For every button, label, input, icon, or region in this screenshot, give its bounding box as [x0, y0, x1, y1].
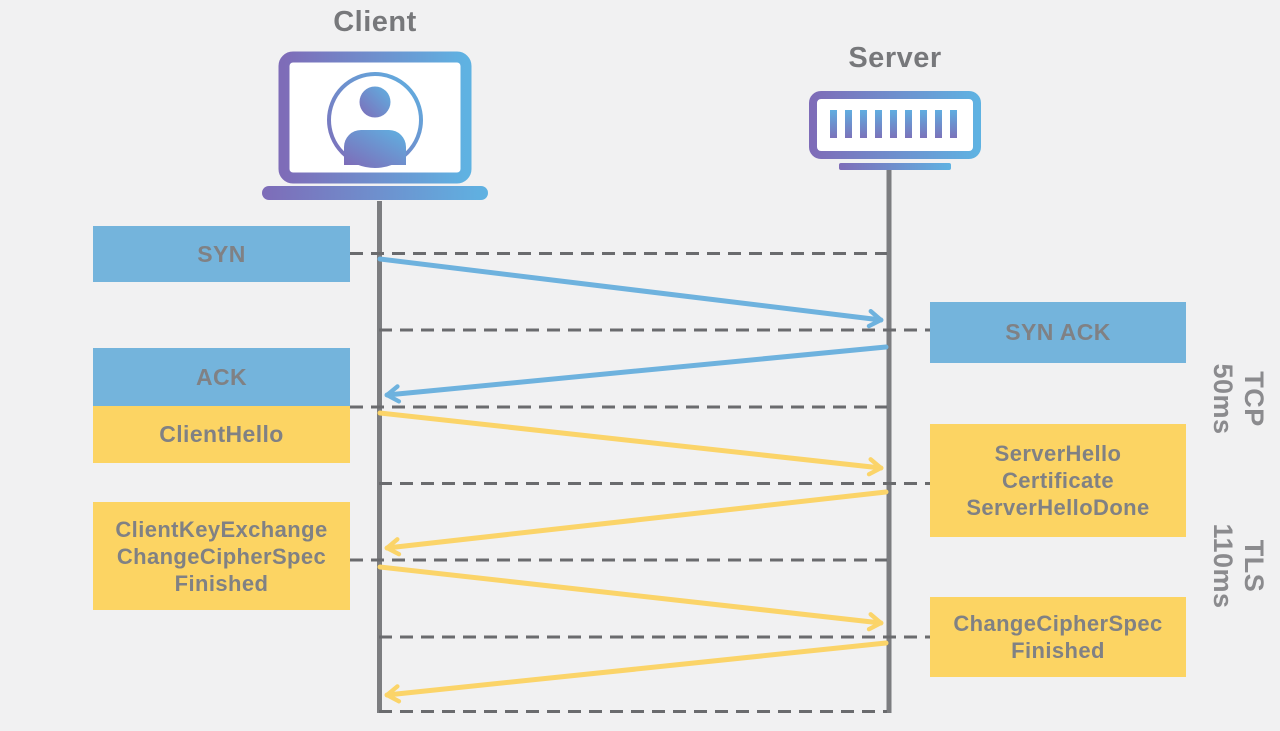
message-box-syn: SYN: [93, 226, 350, 282]
message-label: ACK: [195, 363, 248, 390]
message-box-ack: ACK: [93, 348, 350, 406]
message-label-line: ServerHello: [994, 441, 1122, 466]
arrow-change-cipher-finished: [384, 640, 889, 704]
laptop-user-icon: [262, 51, 488, 200]
message-box-change-cipher-finished: ChangeCipherSpec Finished: [930, 597, 1186, 677]
arrow-server-hello: [384, 489, 889, 557]
message-label-line: ClientKeyExchange: [115, 516, 328, 542]
user-head: [359, 86, 391, 118]
message-box-syn-ack: SYN ACK: [930, 302, 1186, 363]
phase-latency: 110ms: [1208, 523, 1238, 609]
message-box-server-hello: ServerHello Certificate ServerHelloDone: [930, 424, 1186, 537]
client-title: Client: [333, 6, 417, 38]
message-label-line: ServerHelloDone: [966, 495, 1150, 520]
arrow-client-hello: [377, 410, 884, 477]
arrow-syn: [377, 256, 884, 329]
message-label-line: Finished: [1011, 638, 1105, 663]
message-label-line: ChangeCipherSpec: [116, 543, 327, 569]
phase-latency: 50ms: [1208, 363, 1238, 435]
arrow-client-key-exchange: [377, 564, 884, 632]
message-label: SYN ACK: [1005, 319, 1111, 345]
server-stand: [839, 163, 951, 170]
message-label: ClientHello: [159, 421, 284, 447]
server-slot-bars: [830, 110, 957, 138]
phase-label-tcp: TCP 50ms: [1207, 354, 1269, 444]
phase-protocol: TCP: [1239, 371, 1269, 427]
message-box-client-hello: ClientHello: [93, 406, 350, 463]
message-box-client-key-exchange: ClientKeyExchange ChangeCipherSpec Finis…: [93, 502, 350, 610]
laptop-base: [262, 186, 488, 200]
message-label-line: Finished: [174, 570, 269, 596]
message-label: SYN: [197, 240, 246, 267]
message-label-line: Certificate: [1002, 468, 1114, 493]
phase-protocol: TLS: [1239, 539, 1269, 593]
phase-label-tls: TLS 110ms: [1207, 521, 1269, 611]
user-body: [344, 130, 406, 165]
server-rack-icon: [809, 91, 981, 170]
server-title: Server: [848, 42, 942, 74]
message-label-line: ChangeCipherSpec: [953, 611, 1163, 636]
user-avatar-circle: [327, 72, 423, 168]
arrow-syn-ack: [384, 344, 889, 404]
